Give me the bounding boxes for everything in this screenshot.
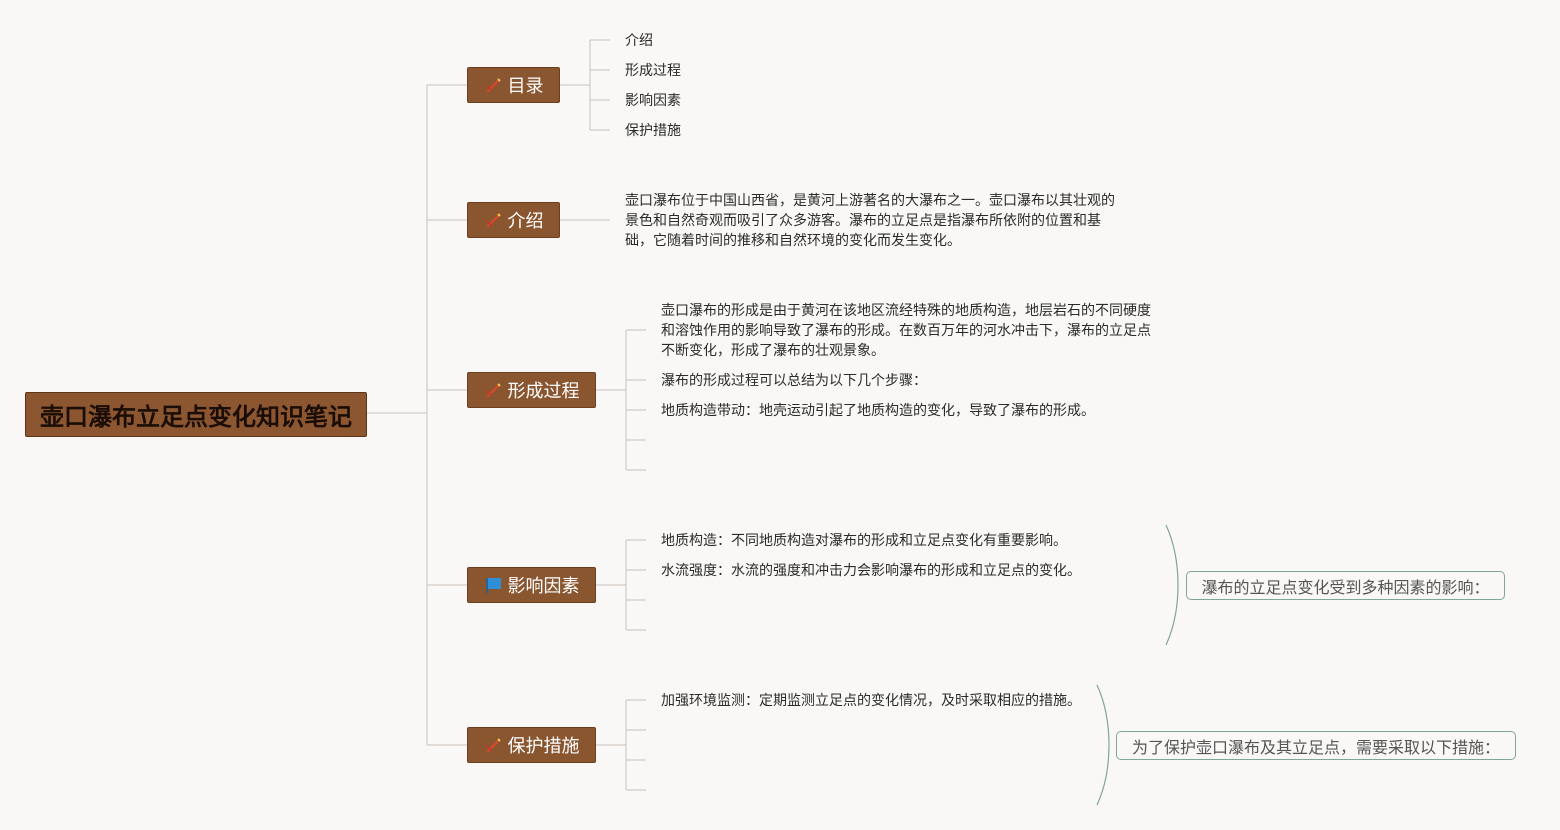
formation-line: 和溶蚀作用的影响导致了瀑布的形成。在数百万年的河水冲击下，瀑布的立足点 <box>661 323 1151 339</box>
toc-item[interactable]: 形成过程 <box>625 63 681 79</box>
toc-item[interactable]: 影响因素 <box>625 93 681 109</box>
formation-paragraph[interactable]: 壶口瀑布的形成是由于黄河在该地区流经特殊的地质构造，地层岩石的不同硬度 和溶蚀作… <box>661 301 1151 361</box>
factors-summary-callout[interactable]: 瀑布的立足点变化受到多种因素的影响： <box>1186 571 1505 600</box>
branch-intro[interactable]: 介绍 <box>467 202 560 238</box>
factors-connector <box>596 539 646 631</box>
protection-summary-callout[interactable]: 为了保护壶口瀑布及其立足点，需要采取以下措施： <box>1116 731 1516 760</box>
branch-label: 保护措施 <box>507 736 580 757</box>
root-node[interactable]: 壶口瀑布立足点变化知识笔记 <box>25 392 367 437</box>
protection-connector <box>596 699 646 791</box>
root-connector <box>367 84 467 746</box>
formation-steps-intro[interactable]: 瀑布的形成过程可以总结为以下几个步骤： <box>661 373 927 389</box>
branch-factors[interactable]: 影响因素 <box>467 567 596 603</box>
factors-brace <box>1165 524 1179 646</box>
pencil-check-icon <box>484 735 504 755</box>
formation-connector <box>596 329 646 471</box>
formation-line: 不断变化，形成了瀑布的壮观景象。 <box>661 343 885 359</box>
pencil-check-icon <box>484 380 504 400</box>
formation-line: 壶口瀑布的形成是由于黄河在该地区流经特殊的地质构造，地层岩石的不同硬度 <box>661 303 1151 319</box>
protection-summary-text: 为了保护壶口瀑布及其立足点，需要采取以下措施： <box>1131 737 1500 757</box>
formation-step[interactable]: 地质构造带动：地壳运动引起了地质构造的变化，导致了瀑布的形成。 <box>661 403 1095 419</box>
intro-line: 景色和自然奇观而吸引了众多游客。瀑布的立足点是指瀑布所依附的位置和基 <box>625 213 1101 229</box>
pencil-check-icon <box>484 75 504 95</box>
branch-toc[interactable]: 目录 <box>467 67 560 103</box>
branch-label: 影响因素 <box>507 576 580 597</box>
intro-line: 壶口瀑布位于中国山西省，是黄河上游著名的大瀑布之一。壶口瀑布以其壮观的 <box>625 193 1115 209</box>
toc-connector <box>560 39 610 131</box>
root-title: 壶口瀑布立足点变化知识笔记 <box>40 403 352 431</box>
intro-text[interactable]: 壶口瀑布位于中国山西省，是黄河上游著名的大瀑布之一。壶口瀑布以其壮观的 景色和自… <box>625 191 1115 251</box>
factor-item[interactable]: 水流强度：水流的强度和冲击力会影响瀑布的形成和立足点的变化。 <box>661 563 1081 579</box>
protection-item[interactable]: 加强环境监测：定期监测立足点的变化情况，及时采取相应的措施。 <box>661 693 1081 709</box>
blue-flag-icon <box>484 575 504 595</box>
branch-protection[interactable]: 保护措施 <box>467 727 596 763</box>
factors-summary-text: 瀑布的立足点变化受到多种因素的影响： <box>1201 577 1490 597</box>
toc-item[interactable]: 保护措施 <box>625 123 681 139</box>
protection-brace <box>1096 684 1110 806</box>
factor-item[interactable]: 地质构造：不同地质构造对瀑布的形成和立足点变化有重要影响。 <box>661 533 1067 549</box>
pencil-check-icon <box>484 210 504 230</box>
branch-label: 目录 <box>507 76 544 97</box>
branch-label: 形成过程 <box>507 381 580 402</box>
branch-formation[interactable]: 形成过程 <box>467 372 596 408</box>
branch-label: 介绍 <box>507 211 544 232</box>
intro-line: 础，它随着时间的推移和自然环境的变化而发生变化。 <box>625 233 961 249</box>
toc-item[interactable]: 介绍 <box>625 33 653 49</box>
